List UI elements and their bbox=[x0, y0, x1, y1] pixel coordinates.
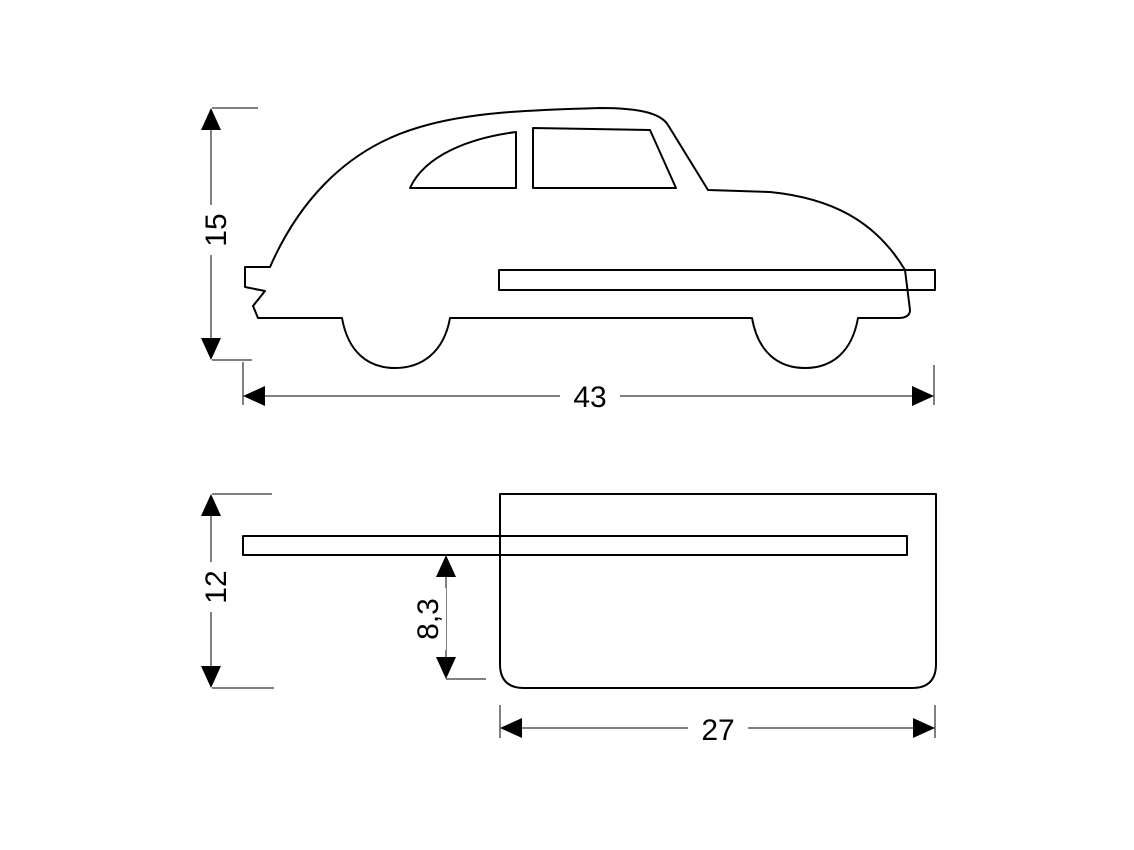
car-front-window bbox=[532, 127, 677, 189]
arrow-down-icon bbox=[201, 338, 221, 360]
dim-label-12: 12 bbox=[200, 570, 233, 603]
front-view: 12 8,3 27 bbox=[196, 493, 937, 747]
dim-label-27: 27 bbox=[701, 714, 734, 747]
arrow-right-icon bbox=[913, 718, 935, 738]
dimension-height-15: 15 bbox=[196, 107, 258, 361]
side-view: 15 43 bbox=[196, 107, 936, 414]
dimension-width-27: 27 bbox=[499, 705, 936, 747]
arrow-up-icon bbox=[201, 108, 221, 130]
arrow-down-icon bbox=[436, 657, 456, 679]
dimension-height-12: 12 bbox=[196, 493, 274, 689]
arrow-right-icon bbox=[912, 386, 934, 406]
arrow-up-icon bbox=[436, 555, 456, 577]
car-rear-window bbox=[409, 131, 517, 189]
dimension-length-43: 43 bbox=[242, 362, 935, 414]
arrow-left-icon bbox=[500, 718, 522, 738]
dimension-shelf-height-8-3: 8,3 bbox=[410, 555, 486, 680]
arrow-left-icon bbox=[243, 386, 265, 406]
dim-label-8-3: 8,3 bbox=[412, 598, 445, 640]
dim-label-15: 15 bbox=[200, 213, 233, 246]
arrow-down-icon bbox=[201, 666, 221, 688]
back-panel-outline bbox=[499, 493, 937, 689]
dim-label-43: 43 bbox=[573, 381, 606, 414]
car-body-outline bbox=[244, 107, 911, 369]
front-shelf-board bbox=[242, 535, 908, 556]
arrow-up-icon bbox=[201, 494, 221, 516]
side-shelf-board bbox=[498, 269, 936, 291]
